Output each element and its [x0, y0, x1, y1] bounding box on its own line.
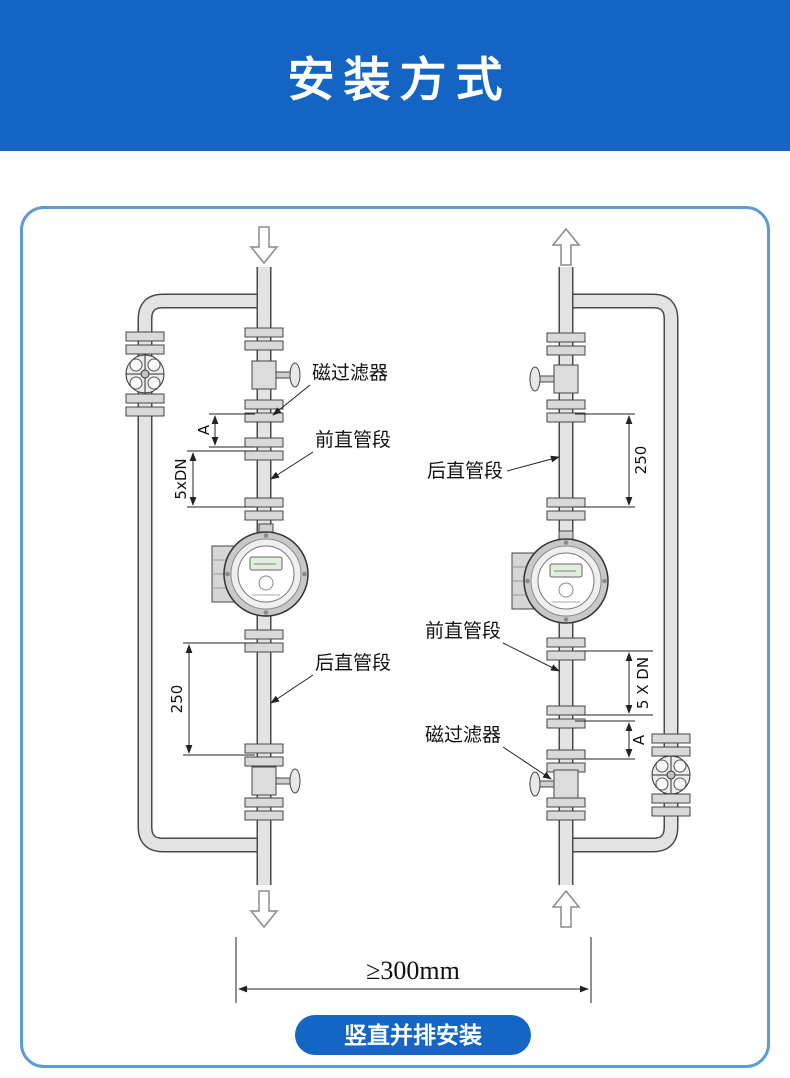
diagram-frame: A 5xDN 250 磁过滤器 前直管段 后直管段 — [20, 206, 770, 1068]
right-leader-front-straight — [502, 642, 560, 672]
left-dim-5dn-label: 5xDN — [172, 458, 190, 499]
page-header: 安装方式 — [0, 0, 790, 151]
left-dim-a-label: A — [195, 424, 213, 435]
right-flow-meter — [511, 530, 609, 624]
right-leader-magnetic-filter — [502, 746, 552, 780]
right-pipe-assembly — [511, 227, 691, 928]
left-extension-lines — [183, 413, 255, 756]
spacing-value: ≥300mm — [366, 956, 460, 985]
caption-label: 竖直并排安装 — [344, 1022, 482, 1049]
right-dim-a-label: A — [630, 734, 648, 745]
left-label-front-straight: 前直管段 — [315, 429, 391, 451]
caption-pill — [295, 1015, 531, 1055]
right-dim-250-label: 250 — [632, 446, 650, 475]
left-leader-front-straight — [270, 451, 314, 480]
left-pipe-assembly — [125, 226, 309, 929]
page-title: 安装方式 — [287, 53, 512, 108]
left-magnetic-filter-fitting — [251, 360, 301, 390]
right-magnetic-filter-fitting — [529, 769, 579, 799]
left-bottom-valve — [251, 766, 301, 796]
right-leader-rear-straight — [506, 455, 560, 472]
right-dimensions: 250 5 X DN A — [575, 413, 653, 760]
left-leader-rear-straight — [270, 674, 314, 704]
right-outlet-flow-arrow-up — [551, 227, 581, 266]
right-top-valve — [529, 364, 579, 394]
left-label-rear-straight: 后直管段 — [315, 652, 391, 674]
left-flow-meter — [211, 523, 309, 617]
left-leader-magnetic-filter — [272, 384, 311, 416]
left-bypass-handwheel-valve — [125, 354, 165, 394]
left-label-magnetic-filter: 磁过滤器 — [312, 362, 388, 384]
installation-diagram: A 5xDN 250 磁过滤器 前直管段 后直管段 — [125, 226, 691, 1055]
left-outlet-flow-arrow-down — [249, 890, 279, 929]
right-inlet-flow-arrow-up — [551, 889, 581, 928]
left-dim-250-label: 250 — [168, 685, 186, 714]
right-bypass-pipe-fill — [566, 295, 677, 851]
right-dim-5dn-label: 5 X DN — [634, 657, 652, 709]
right-label-magnetic-filter: 磁过滤器 — [425, 724, 501, 746]
right-label-front-straight: 前直管段 — [425, 620, 501, 642]
left-annotations: 磁过滤器 前直管段 后直管段 — [270, 362, 391, 704]
left-inlet-flow-arrow-down — [249, 226, 279, 265]
right-extension-lines — [575, 413, 653, 760]
right-bypass-handwheel-valve — [651, 755, 691, 795]
left-bypass-pipe-fill — [139, 295, 264, 851]
right-annotations: 后直管段 前直管段 磁过滤器 — [425, 455, 560, 780]
left-dimensions: A 5xDN 250 — [168, 413, 255, 756]
right-label-rear-straight: 后直管段 — [427, 460, 503, 482]
spacing-dimension: ≥300mm — [235, 937, 592, 1003]
caption: 竖直并排安装 — [295, 1015, 531, 1055]
